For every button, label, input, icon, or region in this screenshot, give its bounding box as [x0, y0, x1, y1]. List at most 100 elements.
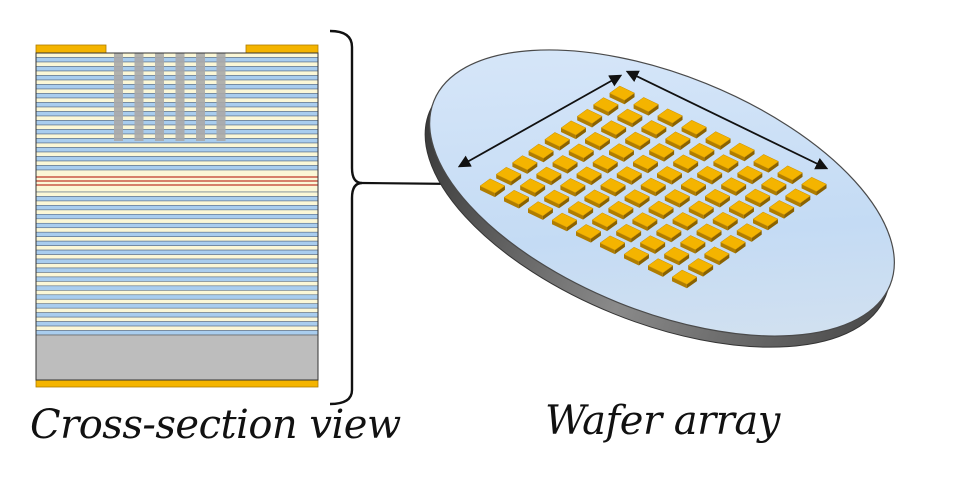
die-side	[727, 219, 738, 231]
die-side	[623, 208, 634, 220]
die-side	[655, 242, 666, 254]
die-side	[647, 219, 658, 231]
implant-pillar	[134, 53, 144, 141]
bottom-dbr-layer	[35, 236, 319, 242]
die	[696, 223, 723, 239]
bottom-contact	[35, 379, 319, 388]
die	[784, 188, 811, 204]
die-side	[631, 231, 642, 243]
die-side	[591, 173, 602, 186]
connector-bracket	[329, 29, 464, 406]
die-side	[697, 173, 713, 185]
die-side	[657, 173, 672, 185]
die-side	[681, 185, 696, 197]
bottom-dbr-layer	[35, 191, 319, 197]
die-side	[600, 185, 616, 197]
die-side	[551, 174, 562, 186]
top-contact-left	[35, 44, 107, 54]
die	[535, 166, 562, 182]
dimension-arrows	[457, 70, 829, 170]
die-side	[576, 174, 592, 186]
die-side	[792, 172, 803, 185]
die	[640, 177, 667, 193]
die	[679, 235, 706, 250]
die-side	[761, 184, 777, 196]
bottom-dbr-layer	[35, 200, 319, 206]
die-side	[711, 230, 722, 243]
wafer-diagram	[424, 49, 895, 348]
die-side	[616, 231, 632, 243]
bottom-dbr-layer	[35, 298, 319, 305]
die	[600, 177, 627, 193]
die-side	[544, 197, 560, 209]
die	[655, 223, 682, 239]
die-side	[776, 184, 787, 196]
bottom-dbr-layer	[35, 290, 319, 296]
die-side	[751, 230, 762, 242]
die	[688, 200, 715, 216]
die-side	[616, 173, 632, 185]
bottom-dbr-layer	[35, 231, 319, 237]
die-side	[631, 173, 642, 185]
die	[503, 189, 530, 205]
bottom-dbr-layer	[35, 222, 319, 229]
bottom-dbr-layer	[35, 214, 319, 220]
bottom-dbr-layer	[35, 285, 319, 291]
top-dbr-layer	[35, 142, 319, 148]
bottom-dbr-layer	[35, 312, 319, 318]
die	[623, 246, 650, 262]
die-side	[568, 208, 584, 220]
die-side	[552, 220, 567, 232]
die	[664, 189, 691, 204]
die-side	[712, 173, 723, 185]
die	[575, 224, 602, 239]
die-side	[735, 242, 746, 254]
die-side	[496, 174, 512, 186]
die-side	[655, 185, 666, 197]
bottom-dbr-layer	[35, 209, 319, 215]
die-side	[600, 243, 615, 255]
die-side	[566, 220, 577, 232]
die	[744, 188, 771, 204]
die-side	[769, 207, 785, 219]
die-side	[745, 196, 761, 208]
die-side	[592, 220, 608, 232]
die-side	[511, 174, 522, 186]
die-side	[638, 254, 649, 266]
substrate	[35, 334, 319, 381]
die-side	[632, 219, 648, 231]
die-side	[753, 219, 768, 231]
die-side	[729, 207, 744, 219]
die-side	[639, 196, 650, 208]
die-side	[679, 254, 690, 266]
bottom-dbr-layer	[35, 272, 319, 278]
bottom-dbr-layer	[35, 316, 319, 322]
implant-pillar	[216, 53, 226, 141]
die	[616, 166, 643, 182]
die-side	[624, 254, 639, 266]
die	[639, 235, 666, 251]
die-side	[640, 185, 656, 197]
die-side	[736, 230, 752, 242]
die	[752, 211, 779, 227]
die	[495, 166, 522, 182]
die	[687, 258, 714, 273]
die	[607, 200, 634, 216]
die-side	[656, 231, 672, 243]
die-side	[518, 197, 529, 209]
die-side	[719, 253, 730, 266]
die-side	[777, 173, 793, 185]
cross-section-outline	[35, 52, 319, 381]
bottom-dbr-layer	[35, 258, 319, 264]
die-side	[528, 208, 543, 220]
die-side	[608, 208, 624, 220]
die-side	[680, 242, 696, 254]
bottom-dbr-layer	[35, 321, 319, 327]
dimension-arrow-left	[457, 74, 623, 168]
die	[624, 189, 651, 205]
die-side	[504, 197, 519, 209]
die	[720, 234, 747, 250]
die-side	[767, 219, 778, 231]
